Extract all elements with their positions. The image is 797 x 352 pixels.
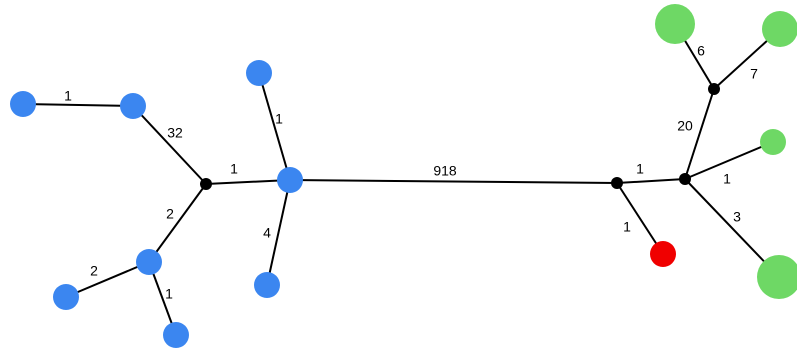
edge-j1-b3: [205, 179, 291, 185]
edge-label-b1-b2: 1: [64, 88, 72, 104]
edge-label-j3-g3: 1: [723, 171, 731, 187]
edges-layer: [22, 23, 781, 336]
edge-b3-j2: [289, 179, 618, 184]
leaf-node-b6: [136, 249, 162, 275]
edge-label-j4-g2: 7: [750, 66, 758, 82]
leaf-node-b1: [10, 91, 36, 117]
edge-label-j2-r1: 1: [623, 219, 631, 235]
leaf-node-r1: [650, 241, 676, 267]
edge-label-j3-g4: 3: [733, 209, 741, 225]
edge-label-b3-b4: 1: [275, 111, 283, 127]
edge-label-b3-j2: 918: [433, 163, 457, 179]
edge-j3-g3: [684, 141, 774, 180]
edge-label-j1-b3: 1: [230, 161, 238, 177]
nodes-layer: [10, 4, 797, 348]
edge-j2-j3: [616, 178, 686, 184]
edge-j3-j4: [684, 88, 715, 180]
edge-label-j1-b6: 2: [166, 206, 174, 222]
internal-node-j4: [708, 83, 720, 95]
edge-label-j3-j4: 20: [677, 118, 693, 134]
internal-node-j2: [611, 177, 623, 189]
leaf-node-g1: [655, 4, 695, 44]
leaf-node-b2: [120, 93, 146, 119]
edge-b1-b2: [22, 103, 134, 107]
internal-node-j1: [200, 178, 212, 190]
edge-label-b3-b5: 4: [263, 225, 271, 241]
leaf-node-g2: [762, 11, 797, 47]
leaf-node-g3: [760, 129, 786, 155]
leaf-node-b5: [254, 272, 280, 298]
edge-j1-b6: [148, 183, 207, 263]
edge-label-j4-g1: 6: [697, 43, 705, 59]
leaf-node-b7: [53, 284, 79, 310]
leaf-node-b3: [277, 167, 303, 193]
leaf-node-b4: [246, 60, 272, 86]
edge-label-b2-j1: 32: [167, 125, 183, 141]
edge-b3-b5: [266, 179, 291, 286]
edge-j2-r1: [616, 182, 664, 255]
internal-node-j3: [679, 173, 691, 185]
edge-b6-b7: [65, 261, 150, 298]
leaf-node-g4: [757, 255, 797, 299]
edge-j3-g4: [684, 178, 780, 278]
edge-label-b6-b7: 2: [90, 263, 98, 279]
leaf-node-b8: [163, 322, 189, 348]
edge-label-j2-j3: 1: [636, 161, 644, 177]
edge-label-b6-b8: 1: [165, 286, 173, 302]
edge-b3-b4: [258, 72, 291, 181]
edge-b2-j1: [132, 105, 207, 185]
edge-labels-layer: 1 32 1 2 2 1 1 4 918 1 1 20 6 7 1 3: [64, 43, 758, 302]
